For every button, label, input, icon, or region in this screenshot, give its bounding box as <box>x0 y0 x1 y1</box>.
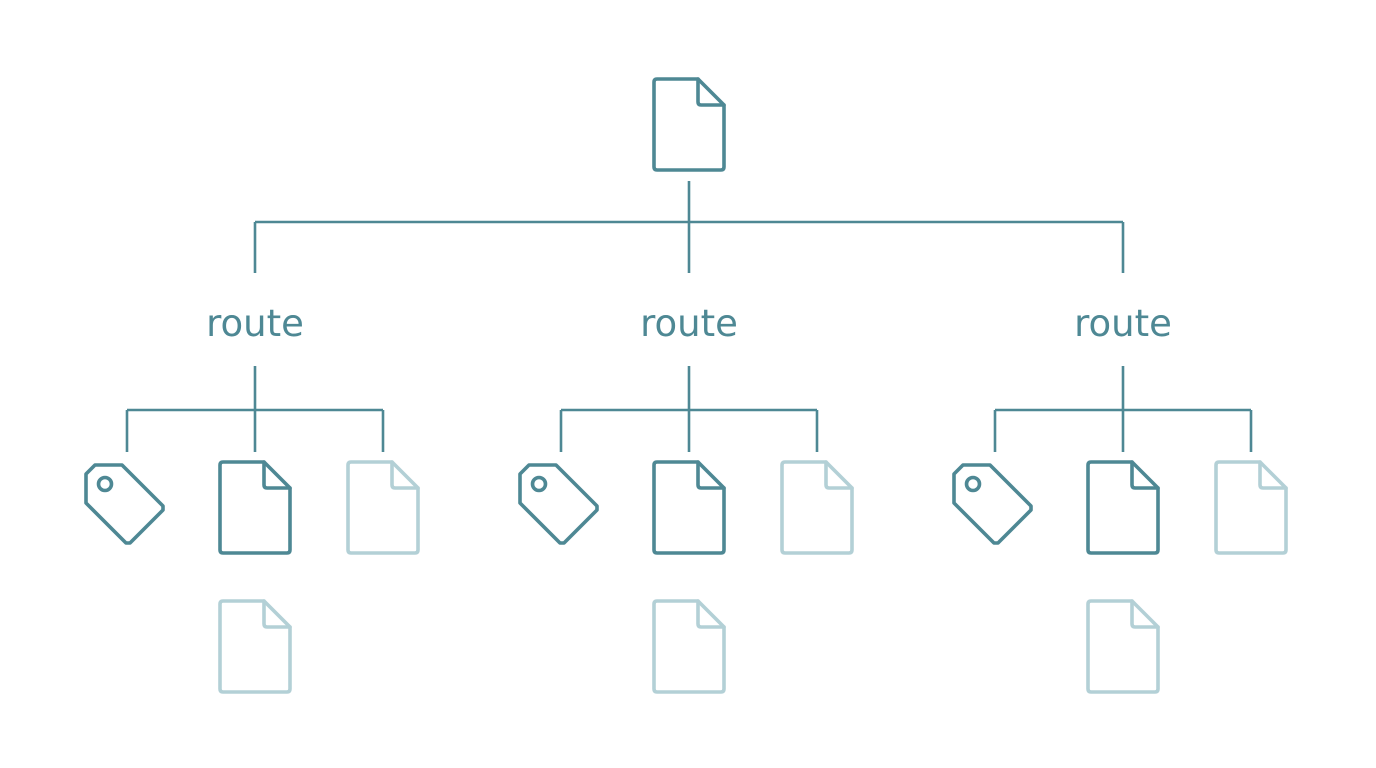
faded-document-icon <box>652 599 726 694</box>
route-label: route <box>1074 302 1172 345</box>
document-icon <box>218 460 292 555</box>
faded-document-icon <box>780 460 854 555</box>
route-label: route <box>640 302 738 345</box>
tag-icon <box>518 463 599 545</box>
route-label: route <box>206 302 304 345</box>
faded-document-icon <box>1214 460 1288 555</box>
document-icon <box>1086 460 1160 555</box>
faded-document-icon <box>218 599 292 694</box>
tag-icon <box>84 463 165 545</box>
document-icon <box>652 460 726 555</box>
root-document-icon <box>652 77 726 172</box>
faded-document-icon <box>1086 599 1160 694</box>
tag-icon <box>952 463 1033 545</box>
faded-document-icon <box>346 460 420 555</box>
